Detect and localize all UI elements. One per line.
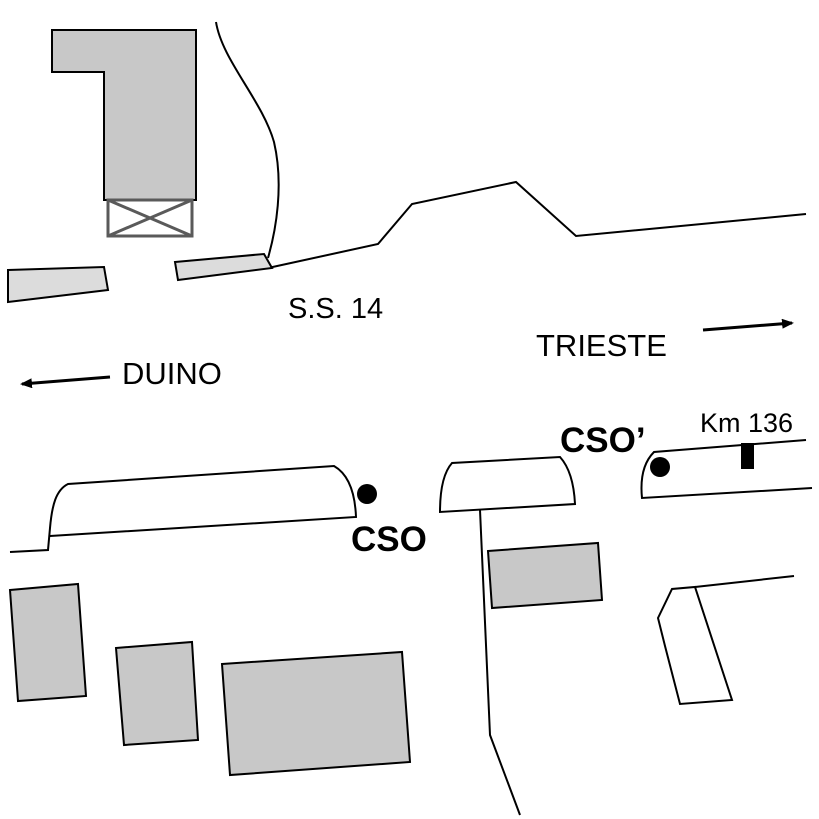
arrow-right-icon: [702, 318, 794, 332]
building-outline-east: [656, 585, 734, 706]
duino-label: DUINO: [122, 356, 222, 391]
side-road: [479, 509, 521, 816]
trieste-label: TRIESTE: [536, 328, 667, 363]
building-south-3: [220, 650, 412, 777]
cso-label: CSO: [351, 520, 427, 559]
cso-marker: [357, 484, 377, 504]
road-south-edge-right: [640, 439, 813, 500]
km-label: Km 136: [700, 408, 793, 438]
cso-prime-label: CSO’: [560, 421, 646, 460]
kilometer-post: [741, 443, 754, 469]
building-south-1: [8, 582, 88, 703]
road-south-edge-left: [9, 464, 358, 553]
hatched-structure: [106, 198, 194, 238]
boundary-curve: [215, 21, 280, 259]
curb-strip-center: [173, 252, 274, 282]
building-south-4: [486, 541, 604, 610]
curb-strip-left: [7, 265, 110, 304]
building-south-2: [114, 640, 200, 747]
road-north-edge: [267, 180, 807, 269]
road-label: S.S. 14: [288, 293, 383, 325]
arrow-left-icon: [20, 375, 111, 389]
building-top-left: [51, 29, 197, 201]
cso-prime-marker: [650, 457, 670, 477]
property-line-east: [694, 575, 795, 588]
traffic-island: [438, 455, 577, 514]
